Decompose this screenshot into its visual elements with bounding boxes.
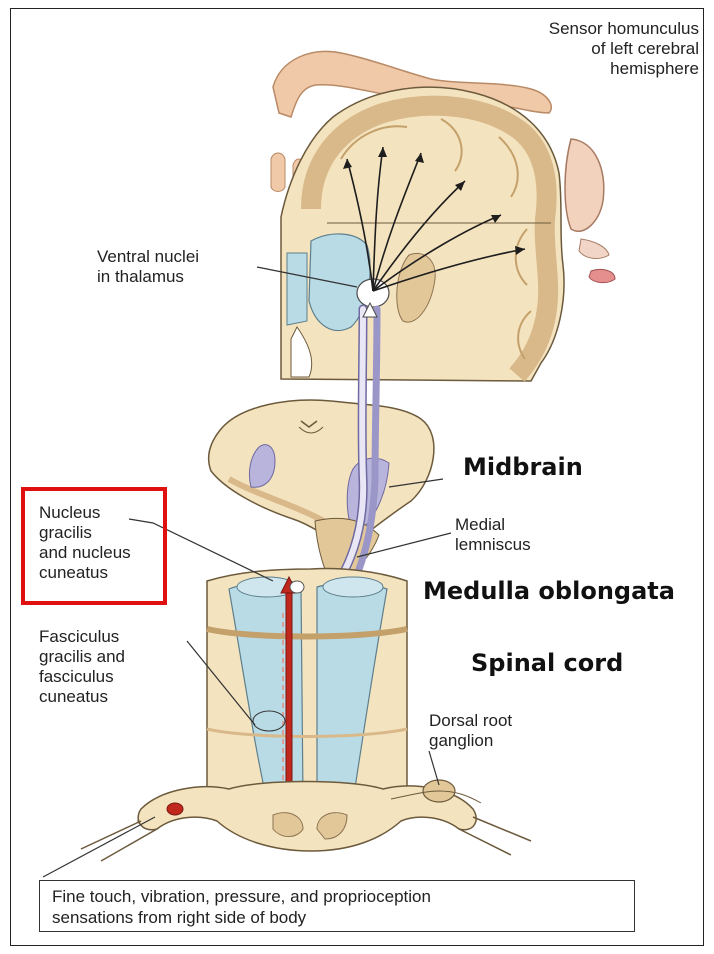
pathway-illustration — [11, 9, 704, 946]
fasciculus-label: Fasciculus gracilis and fasciculus cunea… — [39, 627, 125, 707]
diagram-frame: Sensor homunculus of left cerebral hemis… — [10, 8, 704, 946]
homunculus-label: Sensor homunculus of left cerebral hemis… — [465, 19, 699, 79]
caption-box: Fine touch, vibration, pressure, and pro… — [39, 880, 635, 932]
nucleus-highlight-box — [21, 487, 167, 605]
medulla-oblongata-title: Medulla oblongata — [423, 577, 675, 605]
cerebral-hemisphere — [271, 51, 615, 381]
medial-lemniscus-label: Medial lemniscus — [455, 515, 531, 555]
dorsal-root-ganglion-label: Dorsal root ganglion — [429, 711, 512, 751]
midbrain-title: Midbrain — [463, 453, 583, 481]
midbrain-section — [209, 400, 434, 589]
spinal-cord-column — [207, 569, 407, 816]
ventral-nuclei-label: Ventral nuclei in thalamus — [97, 247, 199, 287]
spinal-cord-title: Spinal cord — [471, 649, 623, 677]
